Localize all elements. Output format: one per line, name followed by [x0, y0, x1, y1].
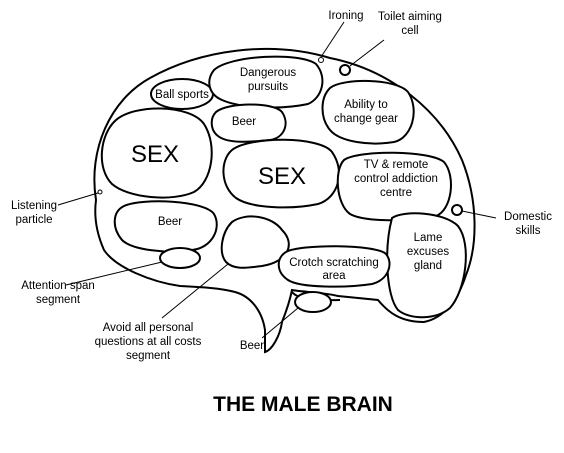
crotch-label-2: area — [322, 270, 346, 282]
listening-label-2: particle — [15, 214, 52, 226]
lame-label-2: excuses — [407, 246, 449, 258]
ball-sports-label: Ball sports — [155, 89, 209, 101]
avoid-label-3: segment — [126, 350, 171, 362]
toilet-label-1: Toilet aiming — [378, 11, 442, 23]
crotch-label-1: Crotch scratching — [289, 257, 378, 269]
dangerous-pursuits-label-2: pursuits — [248, 81, 289, 93]
domestic-label-1: Domestic — [504, 211, 552, 223]
avoid-label-2: questions at all costs — [95, 336, 202, 348]
region-beer-left: Beer — [113, 200, 218, 253]
beer-left-label: Beer — [158, 216, 182, 228]
brain-outline — [93, 47, 476, 354]
region-beer-bottom — [294, 291, 332, 313]
ability-label-2: change gear — [334, 113, 398, 125]
domestic-label-2: skills — [516, 225, 541, 237]
leader-toilet — [349, 39, 385, 67]
leader-listening — [57, 192, 99, 206]
region-ball-sports: Ball sports — [150, 78, 214, 110]
toilet-label-2: cell — [401, 25, 418, 37]
diagram-title: THE MALE BRAIN — [213, 393, 393, 416]
attention-label-2: segment — [36, 294, 81, 306]
listening-particle-dot — [97, 189, 103, 195]
region-ability-to-change-gear: Ability to change gear — [321, 80, 415, 145]
ironing-label: Ironing — [328, 10, 363, 22]
region-lame-excuses: Lame excuses gland — [386, 212, 467, 319]
beer-bottom-label: Beer — [240, 340, 264, 352]
lame-label-1: Lame — [414, 232, 443, 244]
region-attention-span — [159, 247, 201, 269]
sex-left-label: SEX — [131, 141, 179, 168]
beer-top-label: Beer — [232, 116, 256, 128]
region-tv-remote: TV & remote control addiction centre — [336, 151, 452, 222]
ability-label-1: Ability to — [344, 99, 387, 111]
region-avoid-questions — [220, 215, 290, 269]
tv-label-2: control addiction — [354, 173, 438, 185]
attention-label-1: Attention span — [21, 280, 95, 292]
lame-label-3: gland — [414, 260, 442, 272]
leader-avoid — [161, 263, 229, 319]
leader-ironing — [320, 21, 345, 58]
region-beer-top: Beer — [210, 103, 287, 143]
tv-label-1: TV & remote — [364, 159, 429, 171]
region-crotch-scratching: Crotch scratching area — [277, 245, 391, 288]
leader-domestic — [461, 210, 497, 219]
ironing-dot — [318, 57, 324, 63]
avoid-label-1: Avoid all personal — [103, 322, 194, 334]
sex-center-label: SEX — [258, 163, 306, 190]
leader-attention — [65, 261, 163, 286]
tv-label-3: centre — [380, 187, 412, 199]
region-sex-center: SEX — [222, 138, 341, 209]
listening-label-1: Listening — [11, 200, 57, 212]
region-dangerous-pursuits: Dangerous pursuits — [208, 55, 324, 109]
leader-beer-bottom — [261, 307, 299, 339]
domestic-skills-dot — [451, 204, 463, 216]
region-sex-left: SEX — [100, 107, 213, 199]
dangerous-pursuits-label-1: Dangerous — [240, 67, 297, 79]
toilet-aiming-dot — [339, 64, 351, 76]
